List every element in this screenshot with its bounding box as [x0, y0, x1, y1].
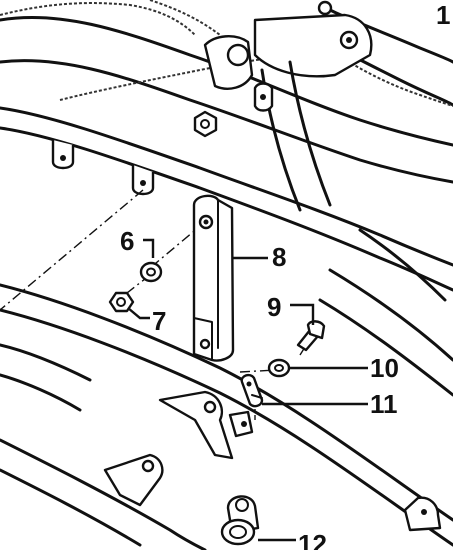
lower-bracket-left	[103, 453, 164, 507]
part-9-bolt	[296, 320, 326, 352]
callout-9: 9	[267, 292, 281, 322]
part-10-washer	[267, 358, 291, 378]
callout-1: 1	[436, 0, 450, 30]
leader-lines	[127, 238, 368, 542]
frame-down-tube	[253, 60, 332, 212]
callout-10: 10	[370, 353, 399, 383]
part-12-bushing	[220, 495, 260, 546]
lower-bracket-center	[158, 390, 254, 460]
callout-8: 8	[272, 242, 286, 272]
swing-arm-pivot	[203, 0, 373, 90]
assembly-lines	[0, 189, 313, 420]
callout-7: 7	[152, 306, 166, 336]
part-8-link-bar	[192, 194, 235, 362]
callout-12: 12	[298, 529, 327, 550]
part-7-nut	[108, 291, 135, 313]
part-6-washer	[139, 261, 163, 283]
callout-6: 6	[120, 226, 134, 256]
callout-11: 11	[370, 389, 398, 419]
lower-bracket-right	[403, 496, 442, 532]
part-11-clip	[240, 373, 264, 408]
mounting-tab-center	[131, 165, 155, 196]
lower-frame	[0, 228, 453, 550]
frame-nut	[193, 110, 218, 138]
mounting-tab-left	[51, 140, 75, 170]
